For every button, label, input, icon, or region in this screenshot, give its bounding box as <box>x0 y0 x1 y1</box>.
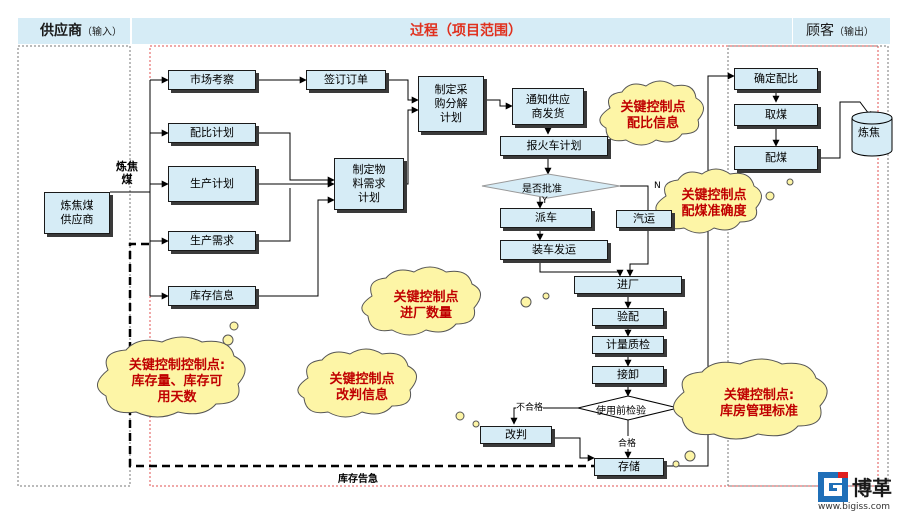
customer-subtitle: （输出） <box>834 27 874 38</box>
process-header-band <box>132 18 792 44</box>
take-coal-box: 取煤 <box>734 104 818 126</box>
supplier-header: 供应商（输入） <box>40 18 122 44</box>
storage-box: 存储 <box>594 458 664 476</box>
notify-supplier-box: 通知供应 商发货 <box>512 88 584 125</box>
no-label: N <box>654 181 661 191</box>
supplier-column <box>17 45 131 487</box>
blend-coal-box: 配煤 <box>734 146 818 170</box>
cloud-inventory-text: 关键控制控制点: 库存量、库存可 用天数 <box>128 358 226 405</box>
metering-box: 计量质检 <box>592 336 664 354</box>
correction-box: 改判 <box>480 426 552 444</box>
cloud-accuracy-text: 关键控制点 配煤准确度 <box>681 188 747 219</box>
production-demand-box: 生产需求 <box>168 231 256 251</box>
fail-label: 不合格 <box>516 400 544 413</box>
ratio-plan-box: 配比计划 <box>168 123 256 143</box>
coking-cylinder <box>851 111 893 157</box>
cloud-accuracy <box>655 168 762 234</box>
inventory-info-box: 库存信息 <box>168 286 256 306</box>
cloud-correction-info-text: 关键控制点 改判信息 <box>329 372 395 403</box>
cloud-bubble <box>542 292 550 300</box>
cloud-bubble <box>472 420 480 428</box>
approval-decision-diamond <box>481 173 621 199</box>
logo-brand: 博革 <box>852 476 892 500</box>
approved-label: 是否批准 <box>522 184 562 195</box>
cloud-bubble <box>765 191 775 201</box>
loading-shipping-box: 装车发运 <box>500 240 608 260</box>
market-research-box: 市场考察 <box>168 70 256 90</box>
arrow-truck-enter <box>626 228 649 277</box>
arrow-purchase-notify <box>484 99 513 110</box>
unload-box: 接卸 <box>592 366 664 384</box>
cloud-ratio-info-text: 关键控制点 配比信息 <box>620 100 686 131</box>
arrow-fail-correction <box>510 407 580 425</box>
purchase-plan-box: 制定采 购分解 计划 <box>418 76 484 132</box>
dispatch-box: 派车 <box>500 208 592 228</box>
cloud-bubble <box>222 334 234 346</box>
arrow-blend-coking <box>820 101 873 159</box>
cloud-entry-quantity-text: 关键控制点 进厂数量 <box>393 290 459 321</box>
cloud-bubble <box>672 460 680 468</box>
cloud-warehouse <box>673 358 828 440</box>
coking-coal-label: 炼焦 煤 <box>116 160 138 186</box>
arrow-material-purchase <box>404 106 419 185</box>
cloud-correction-info <box>297 348 417 418</box>
arrow-storage-confirm <box>664 72 735 467</box>
truck-transport-box: 汽运 <box>616 210 672 228</box>
line-no-branch <box>620 185 649 210</box>
customer-column <box>727 45 889 487</box>
cloud-inventory <box>97 336 246 418</box>
customer-header: 顾客（输出） <box>806 18 874 44</box>
arrow-correction-storage <box>540 437 595 462</box>
line-demand-material <box>256 188 291 242</box>
logo-url: www.bigiss.com <box>818 502 891 512</box>
arrow-loading-enter <box>539 260 624 277</box>
line-inventory-material <box>256 196 335 297</box>
arrow-order-purchase <box>386 79 419 104</box>
supplier-title: 供应商 <box>40 23 82 39</box>
supplier-header-band <box>18 18 130 44</box>
cloud-bubble <box>229 321 239 331</box>
cloud-bubble <box>520 296 532 308</box>
cloud-entry-quantity <box>361 266 481 336</box>
line-ratio-material <box>256 132 335 184</box>
coking-label: 炼焦 <box>858 126 880 139</box>
cloud-warehouse-text: 关键控制点: 库房管理标准 <box>719 388 798 419</box>
cloud-ratio-info <box>599 80 704 146</box>
cloud-bubble <box>786 178 794 186</box>
enter-plant-box: 进厂 <box>574 276 682 294</box>
pre-use-check-label: 使用前检验 <box>596 406 646 417</box>
material-plan-box: 制定物 料需求 计划 <box>334 158 404 210</box>
yes-label: Y <box>542 196 548 206</box>
inventory-alarm-label: 库存告急 <box>338 474 378 485</box>
logo-mark-icon <box>818 472 848 502</box>
supplier-subtitle: （输入） <box>82 27 122 38</box>
process-header: 过程（项目范围） <box>410 23 522 39</box>
cloud-bubble <box>455 411 465 421</box>
confirm-ratio-box: 确定配比 <box>734 68 818 90</box>
customer-title: 顾客 <box>806 23 834 39</box>
cloud-bubble <box>684 450 696 462</box>
coking-coal-supplier-box: 炼焦煤 供应商 <box>44 192 110 234</box>
pass-label: 合格 <box>618 436 637 449</box>
sign-order-box: 签订订单 <box>306 70 386 90</box>
check-box: 验配 <box>592 308 664 326</box>
production-plan-box: 生产计划 <box>168 166 256 202</box>
train-plan-box: 报火车计划 <box>500 136 608 156</box>
bigiss-logo: 博革 www.bigiss.com <box>818 470 898 512</box>
customer-header-band <box>793 18 890 44</box>
